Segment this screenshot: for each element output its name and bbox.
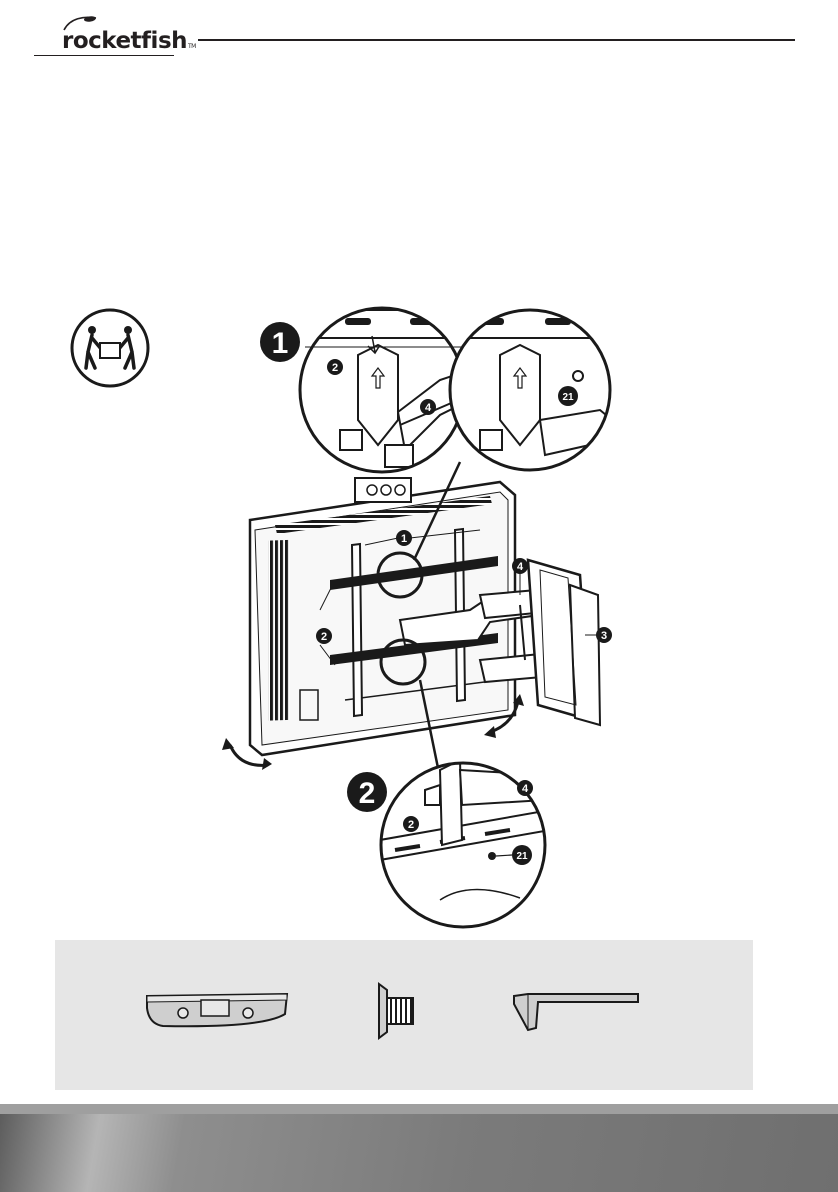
zoom-detail-top-left xyxy=(295,308,475,472)
svg-text:4: 4 xyxy=(517,561,524,573)
callout-4-main: 4 xyxy=(512,558,528,574)
brand-underline xyxy=(34,55,174,56)
callout-4-botzoom: 4 xyxy=(517,780,533,796)
svg-text:3: 3 xyxy=(601,630,607,642)
callout-2-left: 2 xyxy=(316,628,332,644)
svg-text:2: 2 xyxy=(408,819,414,831)
svg-text:2: 2 xyxy=(359,777,376,810)
step-badge-2: 2 xyxy=(347,772,387,812)
brand-logo: rocketfishTM xyxy=(62,28,196,54)
callout-21-top: 21 xyxy=(558,386,578,406)
required-tools-panel xyxy=(55,940,753,1090)
svg-text:21: 21 xyxy=(562,392,574,403)
svg-text:1: 1 xyxy=(401,533,407,545)
svg-text:4: 4 xyxy=(425,402,432,414)
two-person-lift-icon xyxy=(72,310,148,386)
brand-trademark: TM xyxy=(188,43,196,50)
brand-name: rocketfish xyxy=(62,28,187,54)
callout-4-topzoom: 4 xyxy=(420,399,436,415)
callout-2-botzoom: 2 xyxy=(403,816,419,832)
page-header: rocketfishTM xyxy=(0,0,838,80)
callout-1: 1 xyxy=(396,530,412,546)
tv-back-illustration xyxy=(222,462,600,770)
svg-text:21: 21 xyxy=(516,851,528,862)
page-footer-band xyxy=(0,1104,838,1192)
svg-text:2: 2 xyxy=(321,631,327,643)
hex-key-icon xyxy=(510,990,645,1034)
level-icon xyxy=(143,988,291,1032)
bolt-icon xyxy=(375,980,415,1042)
zoom-detail-top-right xyxy=(450,310,620,470)
svg-text:1: 1 xyxy=(272,327,289,360)
svg-text:2: 2 xyxy=(332,362,338,374)
callout-3: 3 xyxy=(596,627,612,643)
header-rule xyxy=(198,39,795,41)
callout-2-topzoom: 2 xyxy=(327,359,343,375)
step-badge-1: 1 xyxy=(260,322,300,362)
installation-figure: 1 2 1 2 2 2 3 4 4 4 21 21 xyxy=(0,290,838,940)
svg-text:4: 4 xyxy=(522,783,529,795)
callout-21-bottom: 21 xyxy=(512,845,532,865)
page-footer-top-strip xyxy=(0,1104,838,1114)
